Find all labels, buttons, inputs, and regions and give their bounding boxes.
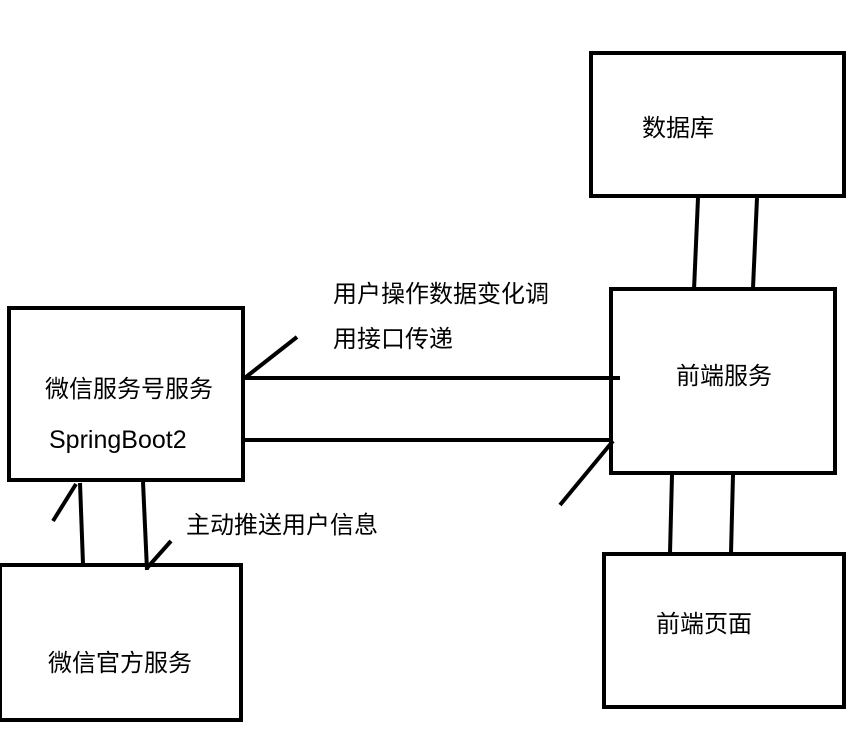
- push-edge-label: 主动推送用户信息: [186, 511, 378, 539]
- api-arrow-head: [244, 335, 299, 379]
- wechat-service-box: [7, 306, 245, 482]
- api-edge-label-line1: 用户操作数据变化调: [333, 280, 549, 308]
- return-arrow-head: [558, 439, 615, 507]
- frontend-service-label: 前端服务: [676, 362, 772, 390]
- push-arrow-line-up: [78, 482, 85, 565]
- page-link-right: [729, 474, 735, 554]
- db-link-left: [692, 197, 700, 291]
- push-arrow-line-down: [141, 481, 149, 571]
- database-box: [589, 51, 846, 198]
- wechat-service-title: 微信服务号服务: [45, 375, 213, 403]
- api-edge-label-line2: 用接口传递: [333, 325, 453, 353]
- wechat-official-label: 微信官方服务: [48, 649, 192, 677]
- wechat-official-box: [0, 563, 243, 722]
- push-arrow-head-up: [51, 482, 78, 523]
- frontend-page-label: 前端页面: [656, 610, 752, 638]
- frontend-service-box: [609, 287, 837, 475]
- database-label: 数据库: [642, 114, 714, 142]
- page-link-left: [668, 474, 674, 554]
- frontend-page-box: [602, 552, 846, 709]
- wechat-service-subtitle: SpringBoot2: [49, 426, 187, 454]
- db-link-right: [751, 197, 759, 289]
- push-arrow-head-down: [145, 539, 173, 570]
